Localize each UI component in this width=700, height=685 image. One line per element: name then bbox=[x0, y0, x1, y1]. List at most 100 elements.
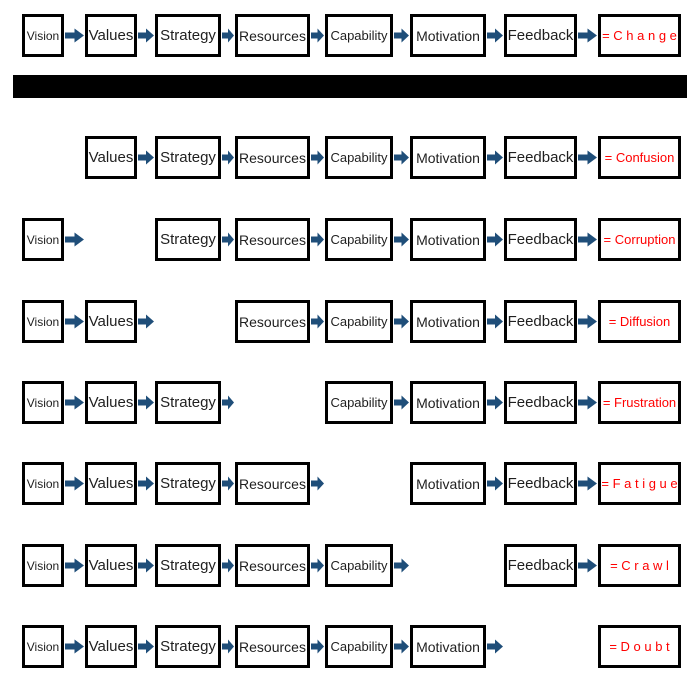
flow-arrow-icon bbox=[65, 558, 84, 573]
stage-label: Feedback bbox=[507, 149, 574, 166]
flow-arrow-icon bbox=[394, 395, 409, 410]
stage-box-resources: Resources bbox=[235, 14, 310, 57]
stage-box-resources: Resources bbox=[235, 462, 310, 505]
flow-arrow-icon bbox=[311, 558, 324, 573]
flow-arrow-icon bbox=[487, 28, 503, 43]
stage-label: Values bbox=[88, 475, 134, 492]
flow-arrow-icon bbox=[487, 639, 503, 654]
stage-box-strategy: Strategy bbox=[155, 14, 221, 57]
stage-label: Feedback bbox=[507, 231, 574, 248]
stage-label: Motivation bbox=[416, 149, 480, 166]
stage-box-strategy: Strategy bbox=[155, 381, 221, 424]
stage-label: Vision bbox=[26, 28, 60, 43]
flow-arrow-icon bbox=[138, 558, 154, 573]
stage-box-resources: Resources bbox=[235, 136, 310, 179]
flow-arrow-icon bbox=[222, 395, 234, 410]
flow-arrow-icon bbox=[311, 28, 324, 43]
flow-arrow-icon bbox=[578, 28, 597, 43]
stage-label: Resources bbox=[239, 231, 306, 248]
stage-box-capability: Capability bbox=[325, 625, 393, 668]
flow-arrow-icon bbox=[222, 150, 234, 165]
stage-label: Vision bbox=[26, 639, 60, 654]
flow-arrow-icon bbox=[65, 395, 84, 410]
stage-label: Resources bbox=[239, 557, 306, 574]
flow-arrow-icon bbox=[394, 314, 409, 329]
flow-arrow-icon bbox=[311, 232, 324, 247]
flow-arrow-icon bbox=[578, 476, 597, 491]
stage-box-vision: Vision bbox=[22, 544, 64, 587]
result-box: = Frustration bbox=[598, 381, 681, 424]
flow-arrow-icon bbox=[487, 476, 503, 491]
stage-box-motivation: Motivation bbox=[410, 625, 486, 668]
stage-label: Capability bbox=[330, 314, 388, 329]
stage-box-values: Values bbox=[85, 136, 137, 179]
flow-arrow-icon bbox=[578, 232, 597, 247]
flow-arrow-icon bbox=[394, 150, 409, 165]
stage-box-feedback: Feedback bbox=[504, 381, 577, 424]
stage-label: Resources bbox=[239, 638, 306, 655]
stage-label: Resources bbox=[239, 475, 306, 492]
stage-label: Vision bbox=[26, 558, 60, 573]
flow-arrow-icon bbox=[65, 28, 84, 43]
result-label: = F a t i g u e bbox=[601, 476, 678, 491]
flow-arrow-icon bbox=[222, 639, 234, 654]
flow-arrow-icon bbox=[65, 314, 84, 329]
stage-box-capability: Capability bbox=[325, 218, 393, 261]
stage-box-feedback: Feedback bbox=[504, 300, 577, 343]
flow-arrow-icon bbox=[578, 558, 597, 573]
stage-box-capability: Capability bbox=[325, 136, 393, 179]
stage-label: Values bbox=[88, 149, 134, 166]
result-box: = Diffusion bbox=[598, 300, 681, 343]
stage-box-feedback: Feedback bbox=[504, 14, 577, 57]
stage-label: Resources bbox=[239, 27, 306, 44]
flow-arrow-icon bbox=[222, 28, 234, 43]
result-box: = C h a n g e bbox=[598, 14, 681, 57]
stage-label: Strategy bbox=[160, 557, 216, 574]
stage-label: Values bbox=[88, 27, 134, 44]
flow-arrow-icon bbox=[394, 558, 409, 573]
result-label: = C r a w l bbox=[610, 558, 669, 573]
stage-label: Feedback bbox=[507, 394, 574, 411]
stage-box-motivation: Motivation bbox=[410, 381, 486, 424]
result-label: = Diffusion bbox=[608, 314, 671, 329]
stage-box-vision: Vision bbox=[22, 462, 64, 505]
stage-label: Values bbox=[88, 313, 134, 330]
flow-arrow-icon bbox=[222, 476, 234, 491]
flow-arrow-icon bbox=[394, 639, 409, 654]
flow-arrow-icon bbox=[487, 314, 503, 329]
flow-arrow-icon bbox=[222, 558, 234, 573]
stage-label: Motivation bbox=[416, 394, 480, 411]
stage-box-capability: Capability bbox=[325, 381, 393, 424]
stage-label: Strategy bbox=[160, 394, 216, 411]
stage-box-vision: Vision bbox=[22, 300, 64, 343]
result-box: = C r a w l bbox=[598, 544, 681, 587]
stage-label: Vision bbox=[26, 395, 60, 410]
result-box: = D o u b t bbox=[598, 625, 681, 668]
flow-arrow-icon bbox=[487, 232, 503, 247]
flow-arrow-icon bbox=[222, 232, 234, 247]
flow-arrow-icon bbox=[578, 150, 597, 165]
stage-box-resources: Resources bbox=[235, 544, 310, 587]
flow-arrow-icon bbox=[311, 314, 324, 329]
stage-box-vision: Vision bbox=[22, 14, 64, 57]
stage-label: Capability bbox=[330, 232, 388, 247]
flow-arrow-icon bbox=[65, 639, 84, 654]
stage-label: Motivation bbox=[416, 313, 480, 330]
flow-arrow-icon bbox=[138, 395, 154, 410]
blackout-bar bbox=[13, 75, 687, 98]
stage-label: Strategy bbox=[160, 638, 216, 655]
result-label: = D o u b t bbox=[609, 639, 670, 654]
flow-arrow-icon bbox=[65, 232, 84, 247]
flow-arrow-icon bbox=[311, 476, 324, 491]
stage-label: Feedback bbox=[507, 27, 574, 44]
stage-label: Capability bbox=[330, 28, 388, 43]
flow-arrow-icon bbox=[487, 150, 503, 165]
stage-box-vision: Vision bbox=[22, 381, 64, 424]
stage-label: Strategy bbox=[160, 149, 216, 166]
flow-arrow-icon bbox=[311, 150, 324, 165]
stage-box-motivation: Motivation bbox=[410, 218, 486, 261]
stage-box-feedback: Feedback bbox=[504, 218, 577, 261]
stage-label: Capability bbox=[330, 558, 388, 573]
stage-label: Strategy bbox=[160, 231, 216, 248]
